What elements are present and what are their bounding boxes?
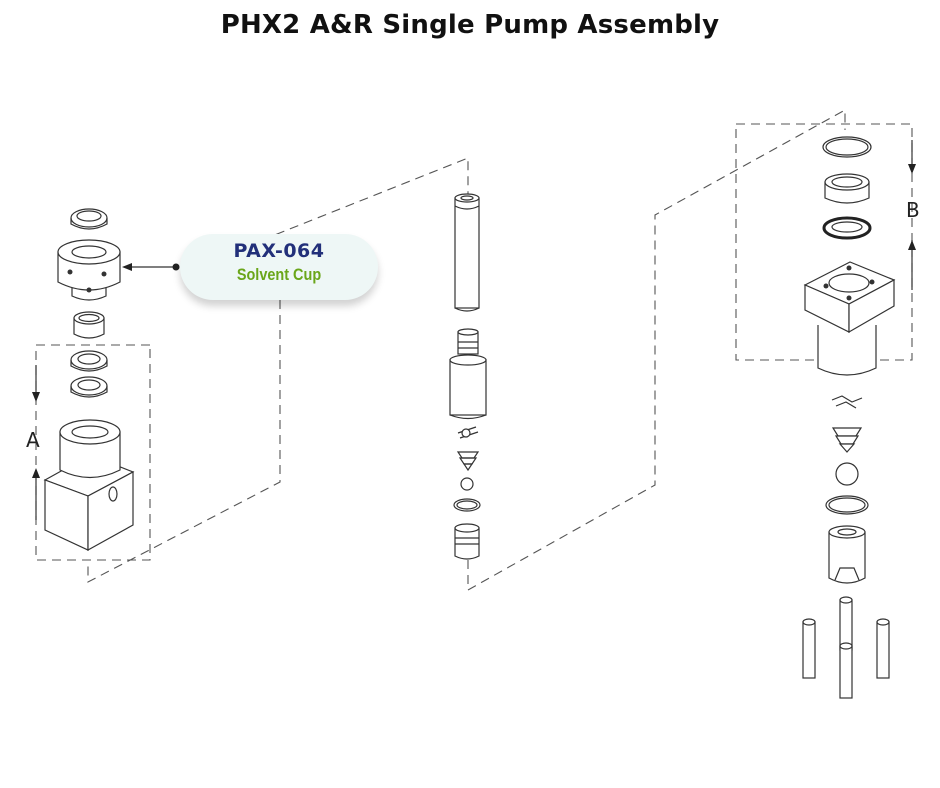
- section-b-bracket: [735, 123, 916, 361]
- page-title: PHX2 A&R Single Pump Assembly: [220, 10, 720, 40]
- right-pump-block: [803, 261, 896, 376]
- right-clip: [831, 395, 863, 409]
- callout-part-number: PAX-064: [233, 240, 325, 262]
- right-o-ring: [825, 495, 869, 515]
- middle-o-ring: [453, 498, 481, 512]
- section-a-bracket: [32, 344, 151, 561]
- solvent-cup-part: [57, 239, 121, 301]
- section-b-label: B: [906, 198, 920, 222]
- right-valve-housing: [828, 525, 866, 584]
- left-top-seal: [70, 208, 108, 230]
- middle-valve-housing: [454, 523, 480, 560]
- right-bushing: [824, 173, 870, 204]
- right-top-o-ring: [822, 136, 872, 158]
- callout-leader: [122, 263, 180, 271]
- right-spring: [831, 427, 863, 453]
- connector-right: [467, 109, 846, 591]
- left-seal-2: [70, 376, 108, 398]
- middle-check-ball: [460, 477, 474, 491]
- middle-spring: [456, 451, 480, 472]
- connector-left-top: [261, 157, 469, 241]
- left-seal-1: [70, 350, 108, 372]
- solvent-cup-callout: PAX-064 Solvent Cup: [180, 234, 378, 300]
- left-pump-block: [43, 419, 135, 552]
- right-bolts: [802, 596, 890, 699]
- right-seal: [822, 216, 872, 240]
- callout-part-name: Solvent Cup: [236, 265, 322, 284]
- right-check-ball: [835, 462, 859, 486]
- left-bushing: [73, 311, 105, 339]
- plunger-rod: [454, 193, 480, 312]
- section-a-label: A: [26, 428, 40, 452]
- connector-left: [87, 300, 281, 583]
- piston-assembly: [449, 328, 487, 420]
- middle-clip: [457, 426, 479, 439]
